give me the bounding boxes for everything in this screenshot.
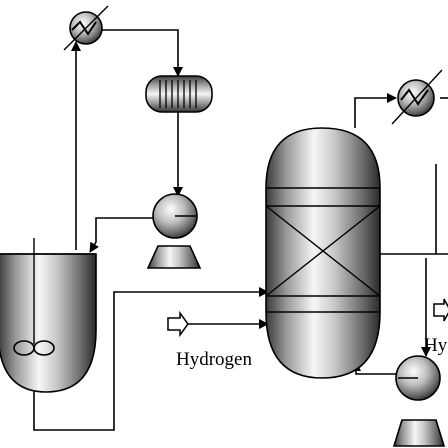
- heat-exchanger-top-left: [63, 5, 109, 51]
- hydrogen-label-partial: Hy: [424, 335, 448, 356]
- packed-column: [265, 127, 381, 379]
- line-reactor-to-column: [33, 287, 269, 431]
- line-column-to-exchanger: [354, 93, 397, 128]
- heat-exchanger-right: [391, 69, 443, 125]
- hydrogen-feed-arrow-icon: [167, 310, 189, 338]
- stirred-tank-reactor: [0, 238, 97, 393]
- flow-lines: [33, 29, 448, 431]
- pump-right: [392, 355, 446, 447]
- hydrogen-label: Hydrogen: [176, 349, 252, 370]
- line-pump-to-reactor: [89, 217, 154, 253]
- agitator-impeller: [13, 340, 55, 356]
- packing-cross-2: [265, 205, 381, 297]
- drum-filter: [145, 75, 213, 113]
- line-exchanger-to-drum: [101, 29, 183, 77]
- hydrogen-feed-arrow-right-icon: [433, 298, 448, 322]
- pump-left: [146, 193, 202, 269]
